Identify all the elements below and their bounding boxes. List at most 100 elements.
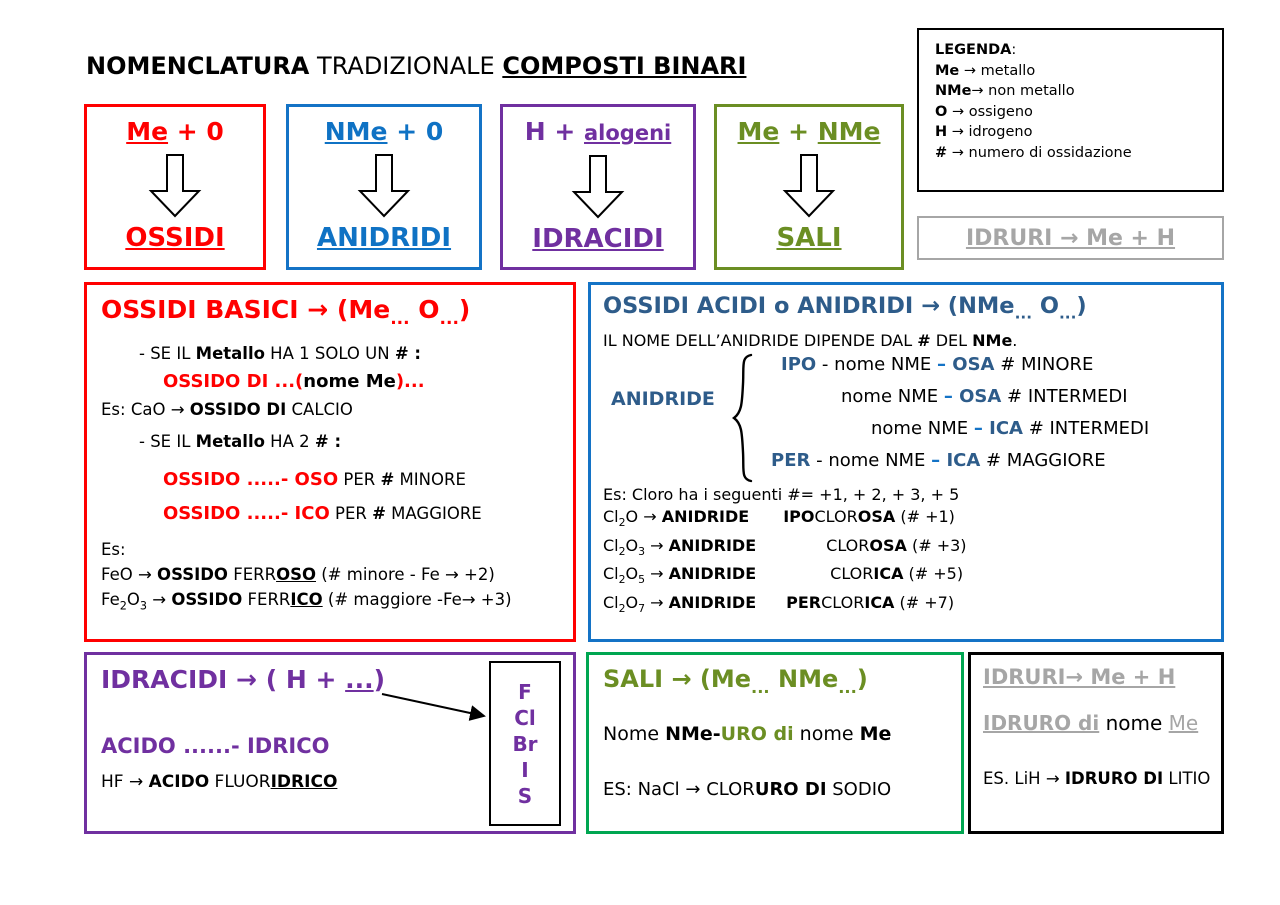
reaction-box-idracidi-reactants: H + alogeni bbox=[503, 117, 693, 148]
example-acido: ACIDO bbox=[148, 772, 210, 792]
example-suffix-idrico: IDRICO bbox=[270, 772, 338, 792]
formula: Cl bbox=[603, 507, 619, 526]
example-root: FLUOR bbox=[209, 772, 271, 792]
naming-suffix: ICA bbox=[946, 449, 981, 471]
naming-dash: – bbox=[931, 449, 947, 471]
down-block-arrow-icon bbox=[148, 154, 202, 218]
rule-prefix: OSSIDO DI bbox=[163, 371, 269, 392]
naming-sep: - bbox=[816, 353, 835, 375]
example-formula: FeO → bbox=[101, 565, 158, 584]
halogen-item: I bbox=[521, 757, 529, 782]
naming-prefix: IPO bbox=[781, 353, 817, 375]
intro-period: . bbox=[1012, 330, 1018, 350]
rule-dots-end: )... bbox=[395, 371, 425, 392]
oxidation-number: (# +3) bbox=[906, 535, 967, 555]
rule-me: Me bbox=[859, 722, 892, 745]
arrow-icon: → bbox=[645, 535, 669, 555]
halogen-item: Br bbox=[512, 731, 538, 756]
example-formula: HF → bbox=[101, 772, 149, 792]
naming-suffix: OSA bbox=[959, 385, 1002, 407]
heading-end: ) bbox=[856, 665, 868, 693]
reaction-box-ossidi: Me + 0 OSSIDI bbox=[84, 104, 266, 270]
formula-subscript: 2 bbox=[119, 599, 127, 613]
naming-mid: nome NME bbox=[841, 385, 944, 407]
down-block-arrow-icon bbox=[571, 155, 625, 219]
halogen-item: Cl bbox=[514, 705, 536, 730]
heading-main: OSSIDI BASICI → (Me bbox=[101, 295, 391, 324]
idruri-summary-strip: IDRURI → Me + H bbox=[917, 216, 1224, 260]
heading-main: IDRACIDI → ( H + bbox=[101, 665, 346, 694]
title-part-3: COMPOSTI BINARI bbox=[502, 52, 747, 80]
arrow-icon: → bbox=[645, 564, 669, 584]
panel-ossidi-acidi-heading: OSSIDI ACIDI o ANIDRIDI → (NMe... O...) bbox=[603, 293, 1221, 323]
legend-symbol: # bbox=[935, 144, 948, 161]
formula-subscript: 5 bbox=[638, 573, 646, 587]
name-suffix: OSA bbox=[869, 535, 907, 555]
naming-mid: nome NME bbox=[828, 449, 932, 471]
legend-heading: LEGENDA: bbox=[935, 40, 1222, 61]
formula-subscript: 7 bbox=[638, 602, 646, 616]
name-root: CLOR bbox=[830, 564, 874, 584]
reactant-hydrogen: H + bbox=[524, 117, 585, 146]
hash-symbol: # bbox=[394, 344, 409, 363]
examples-label: Es: bbox=[101, 540, 126, 559]
formula-subscript: 2 bbox=[618, 516, 626, 530]
anidride-naming-group: ANIDRIDE IPO - nome NME – OSA # MINORE n… bbox=[603, 352, 1221, 484]
heading-placeholder-dots: ... bbox=[345, 665, 374, 694]
example-note: (# minore - Fe → +2) bbox=[316, 565, 495, 584]
rule-bullet-two: - SE IL Metallo HA 2 # : bbox=[139, 429, 573, 455]
reactant-alogeni: alogeni bbox=[584, 121, 672, 145]
panel-ossidi-acidi: OSSIDI ACIDI o ANIDRIDI → (NMe... O...) … bbox=[588, 282, 1224, 642]
arrow-icon: → bbox=[147, 590, 172, 609]
naming-dash: – bbox=[937, 353, 953, 375]
panel-sali: SALI → (Me... NMe...) Nome NMe-URO di no… bbox=[586, 652, 964, 834]
rule-nome2: nome bbox=[793, 722, 860, 745]
rule-uro-di: URO di bbox=[720, 722, 794, 745]
naming-line: nome NME – OSA # INTERMEDI bbox=[841, 386, 1128, 407]
title-part-1: NOMENCLATURA bbox=[86, 52, 310, 80]
naming-prefix: PER bbox=[771, 449, 811, 471]
example-ferr: FERR bbox=[242, 590, 291, 609]
bullet-metallo: Metallo bbox=[195, 344, 265, 363]
arrow-icon: → bbox=[971, 83, 984, 99]
reaction-box-idracidi-product: IDRACIDI bbox=[532, 224, 664, 254]
anidride-word: ANIDRIDE bbox=[661, 507, 750, 526]
naming-dash: – bbox=[973, 417, 990, 439]
panel-idracidi: IDRACIDI → ( H + ...) ACIDO ......- IDRI… bbox=[84, 652, 576, 834]
reaction-box-sali: Me + NMe SALI bbox=[714, 104, 904, 270]
anidride-word: ANIDRIDE bbox=[668, 535, 757, 555]
rule-oso-suffix: OSSIDO .....- OSO bbox=[163, 469, 339, 490]
example-metal: SODIO bbox=[826, 778, 892, 800]
rule-per: PER bbox=[338, 470, 381, 489]
heading-mid: NMe bbox=[769, 665, 839, 693]
idruri-rule: IDRURO di nome Me bbox=[983, 711, 1221, 735]
naming-line: nome NME – ICA # INTERMEDI bbox=[871, 418, 1149, 439]
bullet-text: - SE IL bbox=[139, 432, 196, 451]
heading-mid: O bbox=[1032, 293, 1059, 319]
rule-bullet-one: - SE IL Metallo HA 1 SOLO UN # : bbox=[139, 341, 573, 367]
bullet-metallo: Metallo bbox=[195, 432, 265, 451]
panel-ossidi-basici: OSSIDI BASICI → (Me... O...) - SE IL Met… bbox=[84, 282, 576, 642]
heading-main: OSSIDI ACIDI o ANIDRIDI → (NMe bbox=[603, 293, 1015, 319]
example-formula: ES. LiH → bbox=[983, 769, 1065, 788]
reaction-box-anidridi: NMe + 0 ANIDRIDI bbox=[286, 104, 482, 270]
arrow-icon: → bbox=[951, 124, 964, 140]
legend-desc: idrogeno bbox=[968, 124, 1033, 140]
legend-item: Me → metallo bbox=[935, 61, 1222, 82]
rule-oso: OSSIDO .....- OSO PER # MINORE bbox=[163, 463, 573, 497]
formula: O bbox=[625, 564, 639, 584]
naming-mid: nome NME bbox=[871, 417, 974, 439]
legend-box: LEGENDA: Me → metallo NMe→ non metallo O… bbox=[917, 28, 1224, 192]
formula-subscript: 3 bbox=[139, 599, 148, 613]
heading-main: SALI → (Me bbox=[603, 665, 752, 693]
legend-desc: metallo bbox=[980, 62, 1036, 79]
rule-per: PER bbox=[329, 504, 373, 523]
legend-desc: non metallo bbox=[988, 83, 1075, 99]
arrow-icon: → bbox=[951, 103, 965, 120]
panel-idruri-heading: IDRURI→ Me + H bbox=[983, 665, 1176, 689]
legend-symbol: H bbox=[935, 124, 948, 140]
idruri-summary-text: IDRURI → Me + H bbox=[965, 225, 1176, 251]
formula: Cl bbox=[603, 564, 619, 584]
formula-subscript: 2 bbox=[618, 602, 626, 616]
